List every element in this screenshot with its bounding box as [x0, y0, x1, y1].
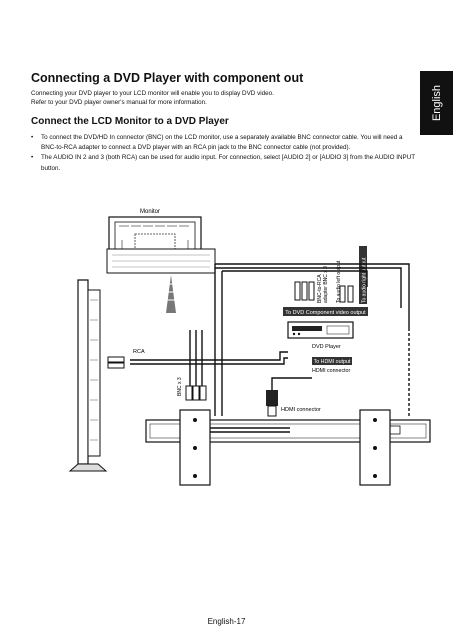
hdmi-output-tag	[312, 357, 352, 365]
monitor-label: Monitor	[140, 209, 160, 215]
bnc-rca-adapters	[294, 281, 354, 303]
instruction-item-audio: The AUDIO IN 2 and 3 (both RCA) can be u…	[31, 153, 419, 173]
rca-label: RCA	[133, 349, 145, 355]
component-output-label: To DVD Component video output	[285, 310, 366, 316]
audio-right-tag	[359, 246, 367, 304]
hdmi-connector	[266, 390, 278, 417]
intro-paragraph: Connecting your DVD player to your LCD m…	[31, 89, 411, 108]
dvd-player-label: DVD Player	[312, 344, 341, 350]
zoom-taper	[166, 275, 176, 313]
adapter-label-1: BNC-to-RCA	[317, 274, 323, 303]
callout-lines	[112, 254, 210, 268]
intro-line-2: Refer to your DVD player owner's manual …	[31, 99, 207, 107]
language-tab: English	[420, 71, 453, 135]
instruction-list: To connect the DVD/HD In connector (BNC)…	[31, 133, 419, 174]
monitor-rear-panel	[145, 409, 431, 486]
bnc-connectors	[185, 385, 207, 401]
monitor-side-view	[68, 279, 108, 472]
hdmi-output-label: To HDMI output	[314, 359, 351, 365]
bnc-x3-label: BNC x 3	[177, 377, 183, 396]
intro-line-1: Connecting your DVD player to your LCD m…	[31, 90, 274, 97]
section-title-connect-lcd: Connect the LCD Monitor to a DVD Player	[31, 116, 229, 127]
instruction-item-bnc: To connect the DVD/HD In connector (BNC)…	[31, 133, 419, 153]
section-title-dvd-component: Connecting a DVD Player with component o…	[31, 71, 304, 85]
component-output-tag	[283, 307, 368, 316]
hdmi-connector-dvd-label: HDMI connector	[312, 368, 351, 374]
audio-left-label: To audio left output	[336, 260, 342, 303]
connection-diagram: Monitor DVD Player To DVD Component vide…	[68, 209, 431, 486]
hdmi-connector-monitor-label: HDMI connector	[281, 407, 321, 413]
audio-left-tag	[334, 251, 342, 303]
cable-lines	[130, 263, 410, 418]
audio-right-label: To audio right output	[361, 257, 367, 303]
rca-connectors	[107, 356, 125, 369]
language-tab-label: English	[430, 84, 443, 122]
dvd-player-device	[287, 321, 354, 339]
page-number: English-17	[207, 617, 246, 626]
adapter-label-2: adapter BNC x 3	[323, 266, 329, 303]
